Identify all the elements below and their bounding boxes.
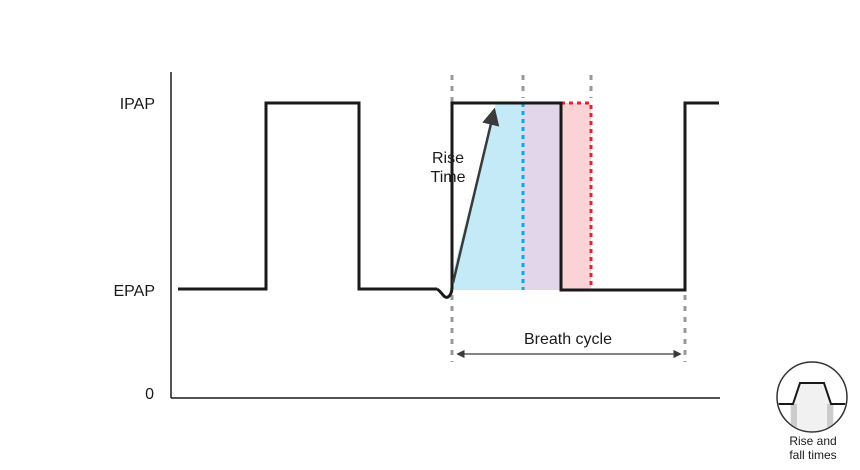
- rise-label-line1: Rise: [432, 150, 464, 167]
- rise-time-region: [453, 103, 523, 290]
- fall-time-region: [561, 103, 591, 290]
- caption-line1: Rise and: [789, 434, 837, 448]
- plateau-region: [523, 103, 561, 290]
- pressure-waveform-left: [178, 101, 437, 291]
- pressure-waveform-right: [436, 101, 719, 299]
- rise-label-line2: Time: [431, 169, 466, 186]
- epap-label: EPAP: [114, 283, 156, 300]
- rise-and-fall-waveform-icon: [776, 361, 848, 433]
- ipap-label: IPAP: [120, 96, 155, 113]
- rise-time-arrow: [451, 107, 500, 284]
- rise-and-fall-caption: Rise and fall times: [770, 434, 856, 462]
- caption-line2: fall times: [789, 448, 837, 462]
- zero-label: 0: [145, 386, 154, 403]
- breath-cycle-label: Breath cycle: [524, 331, 612, 348]
